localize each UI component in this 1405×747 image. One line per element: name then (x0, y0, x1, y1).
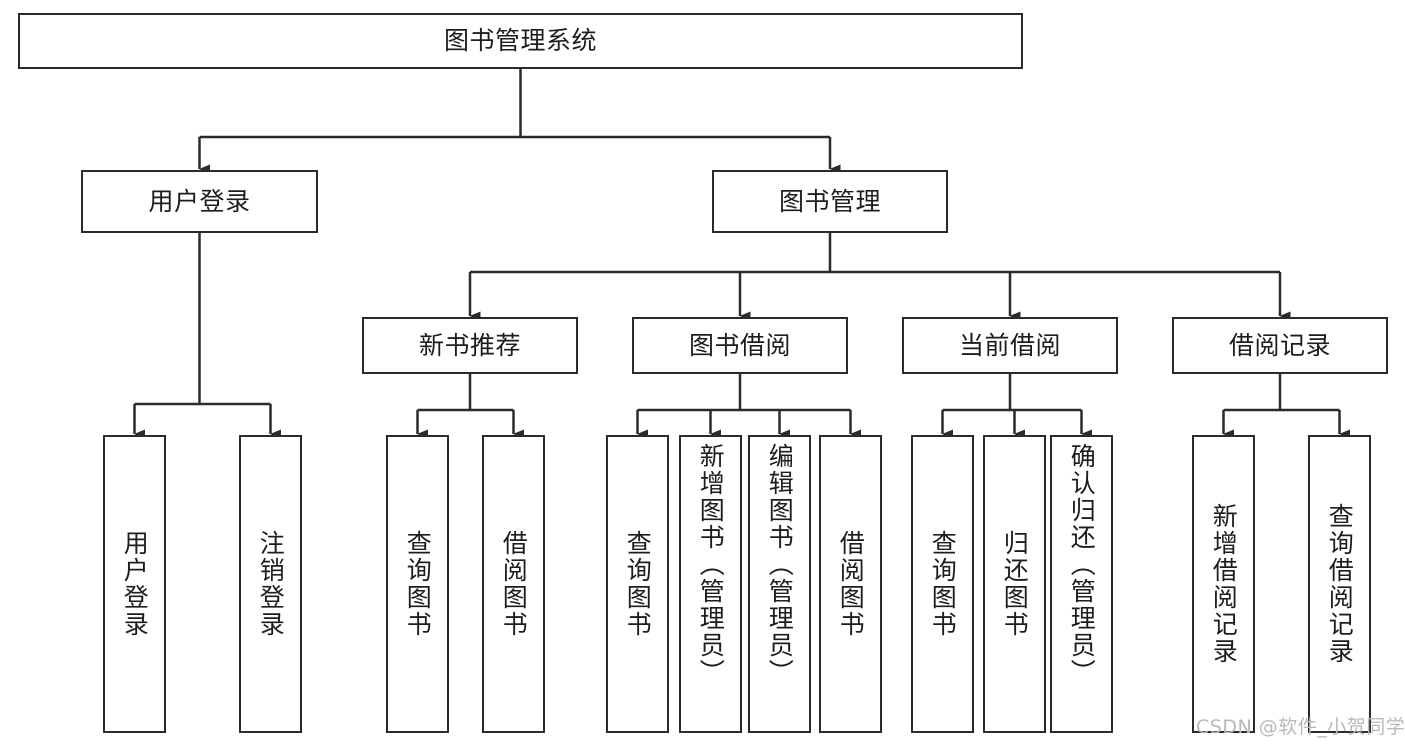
node-label: 当前借阅 (958, 330, 1061, 360)
node-leaf5[interactable]: 查询图书 (606, 435, 669, 733)
node-records[interactable]: 借阅记录 (1172, 317, 1388, 374)
node-label: 新增图书（管理员） (696, 443, 726, 686)
node-label: 用户登录 (120, 530, 150, 638)
node-newbook[interactable]: 新书推荐 (362, 317, 578, 374)
node-label: 图书借阅 (688, 330, 791, 360)
node-leaf11[interactable]: 确认归还（管理员） (1050, 435, 1113, 733)
node-leaf10[interactable]: 归还图书 (983, 435, 1046, 733)
node-label: 查询图书 (623, 530, 653, 638)
node-label: 用户登录 (148, 186, 251, 216)
node-label: 编辑图书（管理员） (765, 443, 795, 686)
node-label: 确认归还（管理员） (1067, 443, 1097, 686)
node-leaf6[interactable]: 新增图书（管理员） (679, 435, 742, 733)
node-label: 查询图书 (403, 530, 433, 638)
node-label: 归还图书 (1000, 530, 1030, 638)
node-borrow[interactable]: 图书借阅 (632, 317, 848, 374)
node-leaf9[interactable]: 查询图书 (911, 435, 974, 733)
node-label: 借阅记录 (1228, 330, 1331, 360)
node-leaf4[interactable]: 借阅图书 (482, 435, 545, 733)
node-label: 查询借阅记录 (1325, 503, 1355, 665)
node-current[interactable]: 当前借阅 (902, 317, 1118, 374)
node-leaf8[interactable]: 借阅图书 (819, 435, 882, 733)
node-leaf3[interactable]: 查询图书 (386, 435, 449, 733)
node-login[interactable]: 用户登录 (81, 170, 318, 233)
node-label: 图书管理系统 (443, 26, 597, 56)
node-label: 图书管理 (778, 186, 881, 216)
node-leaf7[interactable]: 编辑图书（管理员） (748, 435, 811, 733)
node-leaf12[interactable]: 新增借阅记录 (1192, 435, 1255, 733)
node-label: 查询图书 (928, 530, 958, 638)
node-label: 注销登录 (256, 530, 286, 638)
watermark: CSDN @软件_小贺同学 (1196, 716, 1405, 738)
node-label: 借阅图书 (499, 530, 529, 638)
node-leaf2[interactable]: 注销登录 (239, 435, 302, 733)
node-bookmgmt[interactable]: 图书管理 (712, 170, 948, 233)
node-root[interactable]: 图书管理系统 (18, 13, 1023, 69)
node-label: 借阅图书 (836, 530, 866, 638)
node-label: 新增借阅记录 (1209, 503, 1239, 665)
edge-group (133, 69, 1350, 439)
node-leaf1[interactable]: 用户登录 (103, 435, 166, 733)
node-label: 新书推荐 (418, 330, 521, 360)
node-leaf13[interactable]: 查询借阅记录 (1308, 435, 1371, 733)
